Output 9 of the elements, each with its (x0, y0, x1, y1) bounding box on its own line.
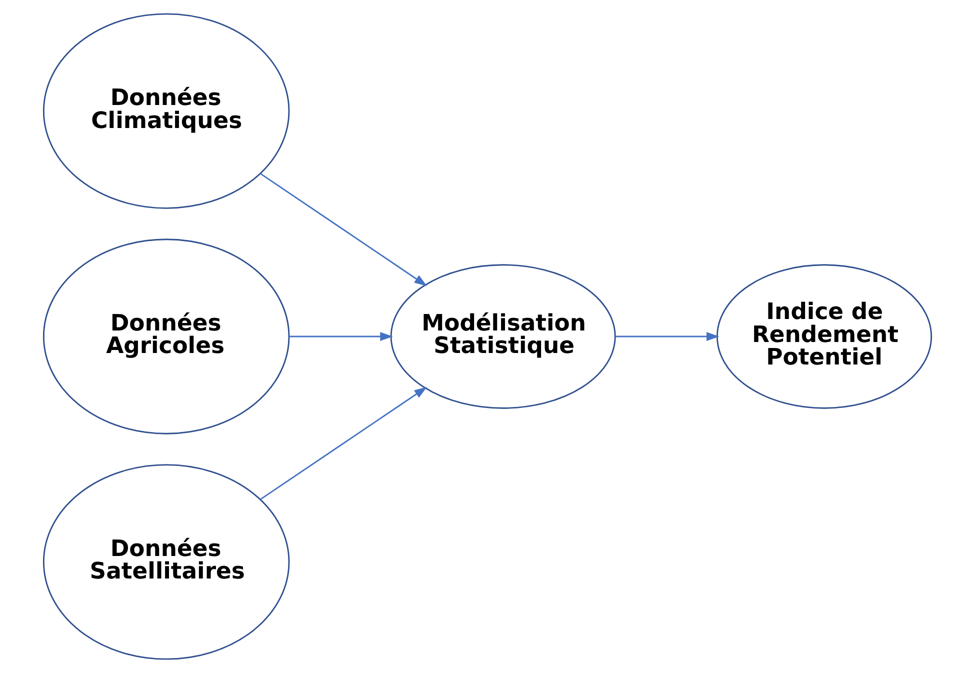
node-ellipse: Données Climatiques (42, 13, 290, 209)
arrow (289, 332, 393, 341)
arrow (260, 172, 428, 286)
node-ellipse: Indice de Rendement Potentiel (716, 264, 932, 409)
node-ellipse: Données Agricoles (42, 238, 290, 434)
node-ellipse: Données Satellitaires (42, 464, 290, 660)
node-ellipse: Modélisation Statistique (390, 264, 616, 409)
arrow (615, 332, 720, 341)
arrow (260, 386, 428, 500)
